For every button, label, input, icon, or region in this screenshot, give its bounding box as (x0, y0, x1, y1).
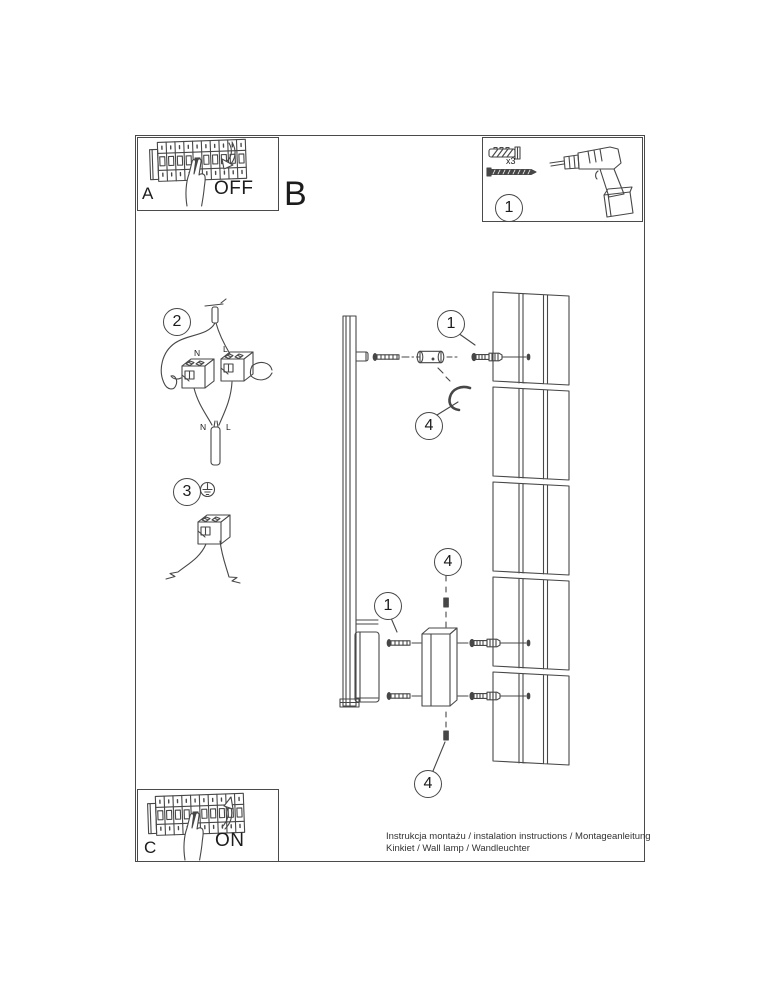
wire-live-label: L (223, 344, 228, 354)
step-circle-1-mid: 1 (374, 592, 402, 620)
set-screw-top (443, 575, 449, 628)
step-number: 1 (446, 315, 456, 332)
footer-product-multilang: Kinkiet / Wall lamp / Wandleuchter (386, 843, 530, 854)
step-number: 4 (443, 553, 453, 570)
hand-icon (249, 361, 273, 381)
panel-c-label: C (144, 838, 157, 857)
drill-icon (549, 146, 634, 218)
step-number: 2 (172, 313, 182, 330)
mounting-bracket-icon (421, 627, 458, 707)
step-number: 4 (424, 417, 434, 434)
power-on-label: ON (215, 830, 245, 851)
lamp-cable (193, 381, 233, 466)
step-circle-1-parts: 1 (495, 194, 523, 222)
terminal-block-icon (197, 514, 231, 545)
hex-key-icon (448, 385, 472, 412)
section-b-label: B (284, 175, 307, 213)
wire-live-label: L (226, 422, 231, 432)
step-circle-2: 2 (163, 308, 191, 336)
footer-title-multilang: Instrukcja montażu / instalation instruc… (386, 831, 651, 842)
terminal-block-icon (181, 351, 254, 389)
wire-neutral-label: N (194, 348, 201, 358)
screw-icon (486, 167, 537, 177)
step-circle-4-mid: 4 (434, 548, 462, 576)
set-screw-bottom (443, 711, 449, 741)
lamp-bar-icon (339, 315, 380, 708)
wire-neutral-label: N (200, 422, 207, 432)
arrow-on-icon (221, 796, 234, 830)
mains-cable (160, 298, 231, 390)
step-circle-1-top: 1 (437, 310, 465, 338)
power-off-label: OFF (214, 178, 254, 199)
bracket-screws (386, 638, 531, 701)
fixing-screw-top (372, 350, 531, 382)
panel-a-box (137, 137, 279, 211)
wall-plug-icon (488, 146, 521, 160)
step-circle-3: 3 (173, 478, 201, 506)
step-number: 1 (383, 597, 393, 614)
wall-panels-icon (492, 291, 570, 766)
step-number: 3 (182, 483, 192, 500)
earth-icon (199, 481, 216, 498)
step-number: 4 (423, 775, 433, 792)
panel-a-label: A (142, 184, 154, 203)
quantity-label: x3 (506, 156, 516, 166)
step-circle-4-top: 4 (415, 412, 443, 440)
step-number: 1 (504, 199, 514, 216)
pointer-lines (390, 332, 476, 772)
wires (165, 540, 241, 584)
step-circle-4-bottom: 4 (414, 770, 442, 798)
arrow-off-icon (221, 141, 236, 170)
outer-frame (135, 135, 645, 862)
